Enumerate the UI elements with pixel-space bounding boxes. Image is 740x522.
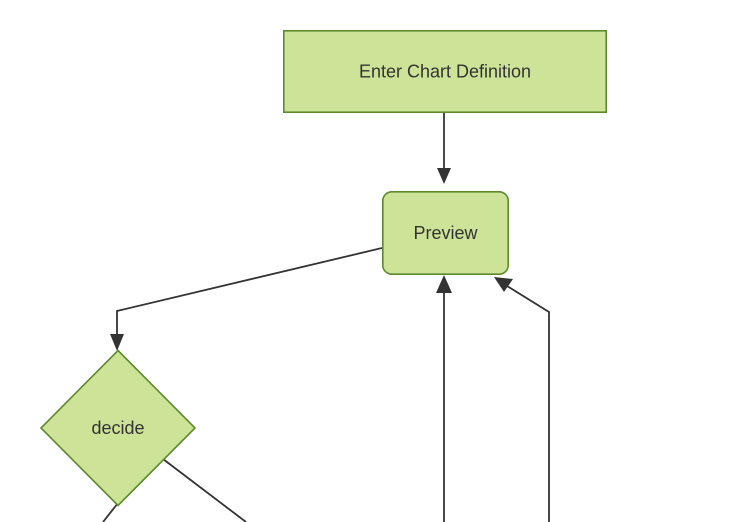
- node-label: decide: [91, 418, 144, 438]
- arrowhead-up-icon: [436, 275, 452, 293]
- edge-layer: [102, 113, 550, 522]
- node-preview[interactable]: Preview: [381, 191, 509, 276]
- node-rectangle[interactable]: [282, 29, 607, 114]
- edge-inbound-center-to-preview: [436, 275, 452, 522]
- node-decide[interactable]: decide: [39, 349, 197, 507]
- edge-inbound-right-to-preview: [494, 277, 550, 522]
- edge-line: [102, 502, 119, 522]
- node-enter-chart-definition[interactable]: Enter Chart Definition: [282, 29, 607, 114]
- node-diamond[interactable]: [39, 349, 197, 507]
- node-layer: Enter Chart Definition Preview decide: [39, 29, 607, 507]
- edge-line: [162, 458, 247, 522]
- edge-line: [506, 285, 550, 522]
- edge-decide-out-left: [102, 502, 119, 522]
- arrowhead-upleft-icon: [494, 277, 513, 292]
- edge-preview-to-decide: [110, 247, 383, 351]
- edge-decide-out-right: [162, 458, 247, 522]
- arrowhead-down-icon: [110, 334, 124, 351]
- node-label: Preview: [413, 223, 478, 243]
- node-label: Enter Chart Definition: [359, 61, 531, 81]
- edge-line: [116, 247, 383, 336]
- node-rounded-rectangle[interactable]: [381, 191, 509, 276]
- edge-enter-to-preview: [437, 113, 451, 184]
- arrowhead-down-icon: [437, 168, 451, 184]
